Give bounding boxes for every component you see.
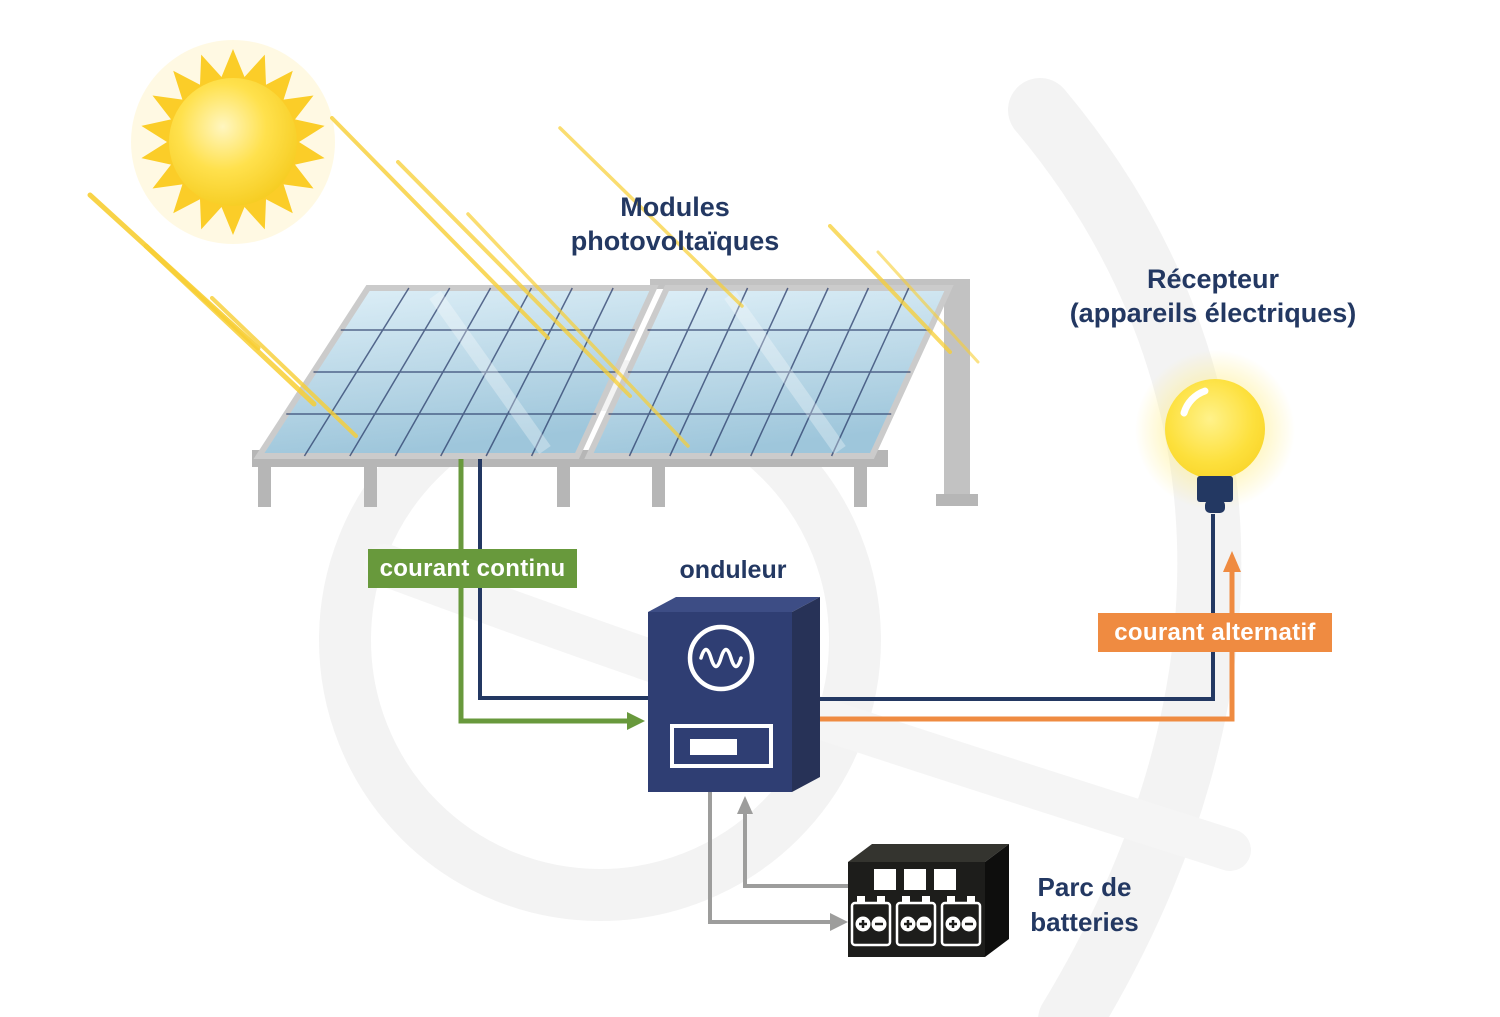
support-leg (364, 465, 377, 507)
inverter-label-text: onduleur (679, 556, 787, 584)
support-leg (557, 465, 570, 507)
support-right-foot (936, 494, 978, 506)
receiver-label-line2: (appareils électriques) (1069, 298, 1357, 328)
sun-beams (87, 116, 980, 448)
inverter-top (648, 597, 820, 612)
battery-terminal (922, 896, 930, 903)
watermark-band (364, 544, 1251, 871)
ac-arrowhead (1223, 551, 1241, 572)
battery-indicator (874, 869, 896, 890)
battery-top (848, 844, 1009, 862)
dc-wire-green (458, 458, 628, 724)
battery-discharge-wire (743, 812, 850, 888)
support-leg (854, 465, 867, 507)
battery-discharge-arrowhead (737, 796, 753, 814)
inverter-display-screen (690, 739, 737, 755)
sine-wave-icon (699, 647, 743, 669)
support-leg (652, 465, 665, 507)
light-bulb-icon (1115, 330, 1315, 530)
dc-current-tag-text: courant continu (379, 554, 566, 582)
modules-label: Modules photovoltaïques (520, 190, 830, 258)
dc-arrowhead (627, 712, 645, 730)
panel-grid-right (608, 287, 930, 457)
panel-sheen (724, 290, 846, 455)
panel-sheen (429, 290, 551, 455)
battery-cell (850, 901, 892, 947)
sun-icon (131, 40, 335, 244)
solar-panels (253, 285, 954, 459)
battery-terminal (902, 896, 910, 903)
sun-ray-beam (466, 212, 690, 448)
battery-charge-wire (708, 790, 832, 924)
bulb-highlight (1180, 387, 1209, 417)
inverter-side (792, 597, 820, 792)
battery-label-line1: Parc de (1037, 872, 1132, 902)
sun-ray-beam (143, 243, 317, 407)
battery-label-line2: batteries (1030, 907, 1139, 937)
battery-indicator (904, 869, 926, 890)
inverter-icon (648, 597, 820, 792)
panel-grid-left (286, 287, 635, 457)
sun-body (169, 78, 297, 206)
modules-label-line1: Modules (620, 192, 730, 222)
sine-wave-circle-icon (687, 624, 755, 692)
bulb-base (1197, 476, 1233, 502)
battery-terminal (877, 896, 885, 903)
support-top-beam (650, 279, 968, 289)
watermark-swoosh (1008, 78, 1242, 1017)
ac-wire-navy (792, 514, 1215, 701)
bulb-glass (1165, 379, 1265, 479)
battery-bank-icon (848, 844, 1009, 957)
sun-ray-beam (828, 224, 952, 354)
inverter-label: onduleur (648, 556, 818, 585)
battery-charge-arrowhead (830, 913, 848, 931)
support-leg (258, 465, 271, 507)
modules-label-line2: photovoltaïques (570, 226, 780, 256)
inverter-display (670, 724, 773, 768)
bulb-base-tip (1205, 500, 1225, 513)
receiver-label: Récepteur (appareils électriques) (1053, 262, 1373, 330)
battery-terminal (947, 896, 955, 903)
sun-ray-beam (330, 116, 550, 340)
battery-terminal (967, 896, 975, 903)
support-right-post (944, 279, 970, 497)
ac-current-tag-text: courant alternatif (1114, 618, 1316, 646)
dc-wire-navy (478, 458, 650, 700)
ac-current-tag: courant alternatif (1098, 613, 1332, 652)
battery-label: Parc de batteries (1007, 870, 1162, 940)
battery-cell (895, 901, 937, 947)
sun-ray-beam (876, 250, 980, 364)
sun-ray-beam (558, 126, 744, 308)
sun-ray-beam (210, 296, 358, 438)
battery-terminal (857, 896, 865, 903)
battery-indicator (934, 869, 956, 890)
receiver-label-line1: Récepteur (1146, 264, 1280, 294)
sun-ray-beam (396, 160, 632, 398)
battery-polarity-marks (855, 916, 977, 932)
battery-cell (940, 901, 982, 947)
battery-side (985, 844, 1009, 957)
dc-current-tag: courant continu (368, 549, 577, 588)
